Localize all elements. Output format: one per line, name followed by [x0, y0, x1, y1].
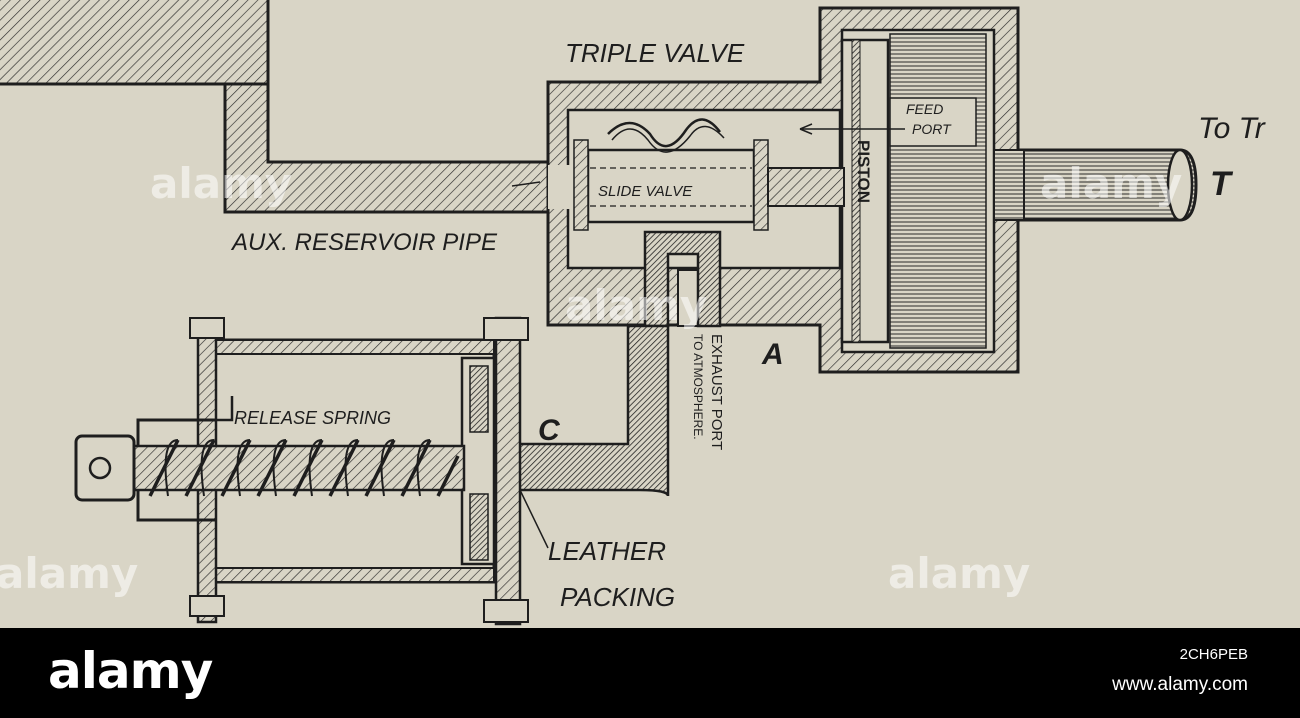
air-brake-diagram: TRIPLE VALVE FEED PORT To Tr T SLIDE VAL…: [0, 0, 1266, 626]
label-exhaust-atmosphere: TO ATMOSPHERE.: [691, 334, 705, 440]
label-piston: PISTON: [854, 140, 873, 203]
slide-valve: [586, 148, 756, 224]
label-feed-port-top: FEED: [906, 101, 943, 117]
label-c: C: [538, 414, 561, 447]
watermark-text: alamy: [1040, 159, 1182, 208]
label-packing: PACKING: [560, 582, 675, 612]
brand-logo: alamy: [48, 642, 213, 700]
label-exhaust-port: EXHAUST PORT: [708, 334, 725, 450]
label-a: A: [761, 338, 784, 371]
label-slide-valve: SLIDE VALVE: [598, 183, 693, 200]
diagram-area: TRIPLE VALVE FEED PORT To Tr T SLIDE VAL…: [0, 0, 1266, 626]
footer-bar: alamy 2CH6PEB www.alamy.com: [0, 628, 1300, 718]
watermark-text: alamy: [0, 549, 138, 598]
watermark-layer: alamy alamy alamy alamy alamy: [0, 159, 1182, 598]
label-t: T: [1210, 165, 1234, 203]
brake-cylinder-pipe: [498, 324, 670, 497]
image-id: 2CH6PEB: [1179, 646, 1248, 663]
label-release-spring: RELEASE SPRING: [234, 408, 391, 428]
watermark-text: alamy: [150, 159, 292, 208]
brake-cylinder: [74, 316, 529, 626]
aux-reservoir: [0, 0, 270, 86]
label-to-train: To Tr: [1198, 112, 1266, 145]
piston: [840, 38, 890, 344]
release-spring: [148, 439, 460, 497]
label-feed-port-bottom: PORT: [912, 121, 952, 137]
label-triple-valve: TRIPLE VALVE: [565, 38, 745, 68]
piston-back-lines: [889, 33, 987, 349]
site-url[interactable]: www.alamy.com: [1112, 674, 1248, 695]
watermark-text: alamy: [565, 281, 707, 330]
label-aux-reservoir-pipe: AUX. RESERVOIR PIPE: [230, 229, 498, 256]
label-leather: LEATHER: [548, 536, 666, 566]
piston-rod: [126, 444, 466, 492]
watermark-text: alamy: [888, 549, 1030, 598]
